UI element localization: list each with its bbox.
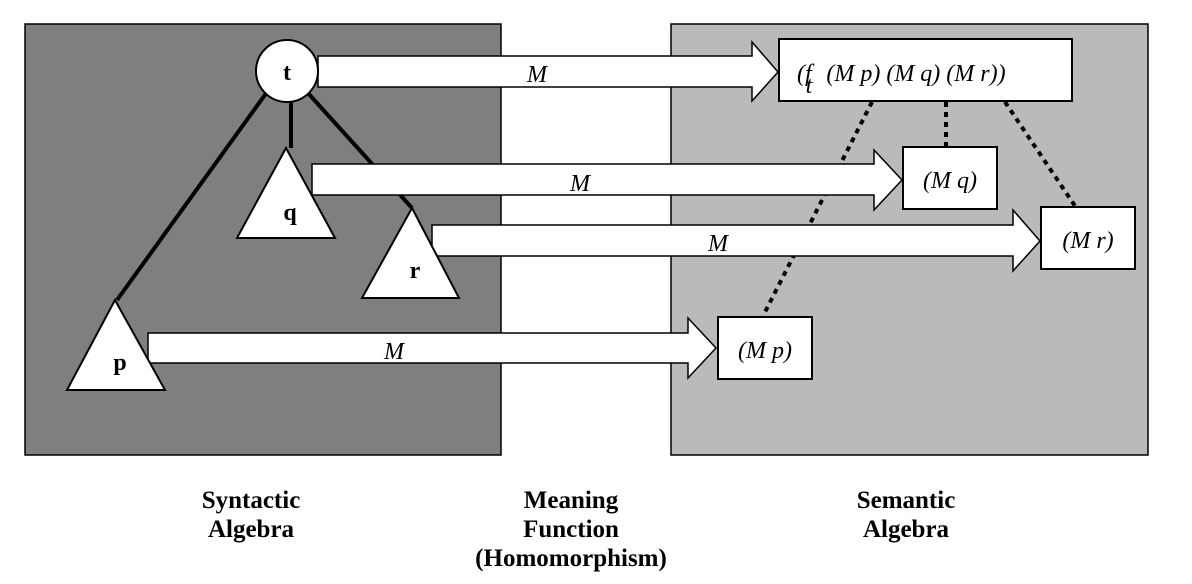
dotted-link-mp [761, 101, 874, 317]
node-r-label: r [410, 258, 421, 284]
caption-meaning-line3: (Homomorphism) [475, 545, 667, 572]
caption-syntactic-line2: Algebra [207, 516, 295, 543]
node-p-label: p [113, 350, 126, 376]
caption-semantic-line2: Algebra [862, 516, 950, 543]
edge-t-p [115, 90, 269, 302]
semantic-box-mp-text: (M p) [738, 338, 792, 364]
caption-meaning-line2: Function [523, 516, 619, 543]
arrow-r [431, 207, 1042, 273]
arrow-label-p: M [383, 339, 406, 365]
node-r [360, 205, 461, 299]
top-box-open: (f [797, 61, 815, 87]
semantic-dotted-links [761, 100, 1077, 317]
arrow-q [311, 148, 904, 212]
semantic-box-mr-text: (M r) [1062, 228, 1113, 254]
caption-semantic-line1: Semantic [856, 487, 956, 514]
caption-meaning-line1: Meaning [523, 487, 619, 514]
arrow-label-q: M [569, 171, 592, 197]
node-q-label: q [283, 200, 297, 226]
caption-syntactic-algebra: Syntactic Algebra [151, 486, 351, 544]
semantic-box-mr [1040, 206, 1136, 270]
arrow-p [147, 316, 718, 380]
arrow-label-t: M [526, 62, 549, 88]
caption-meaning-function: Meaning Function (Homomorphism) [451, 486, 691, 573]
semantic-box-mq-text: (M q) [923, 168, 977, 194]
meaning-arrows [147, 39, 1042, 380]
semantic-box-top [778, 38, 1073, 102]
node-p [65, 297, 167, 391]
top-box-args: (M p) (M q) (M r)) [826, 61, 1005, 87]
semantic-box-mp [717, 316, 813, 380]
caption-syntactic-line1: Syntactic [201, 487, 301, 514]
node-q [235, 145, 337, 239]
node-t-label: t [283, 60, 291, 86]
arrow-t [317, 39, 779, 103]
semantic-box-mq [902, 146, 998, 210]
caption-semantic-algebra: Semantic Algebra [806, 486, 1006, 544]
arrow-label-r: M [707, 231, 730, 257]
dotted-link-mr [1003, 100, 1077, 208]
semantic-box-top-text: (ft (M p) (M q) (M r)) [797, 61, 1006, 99]
top-box-subscript: t [806, 73, 814, 99]
node-t [255, 39, 319, 103]
